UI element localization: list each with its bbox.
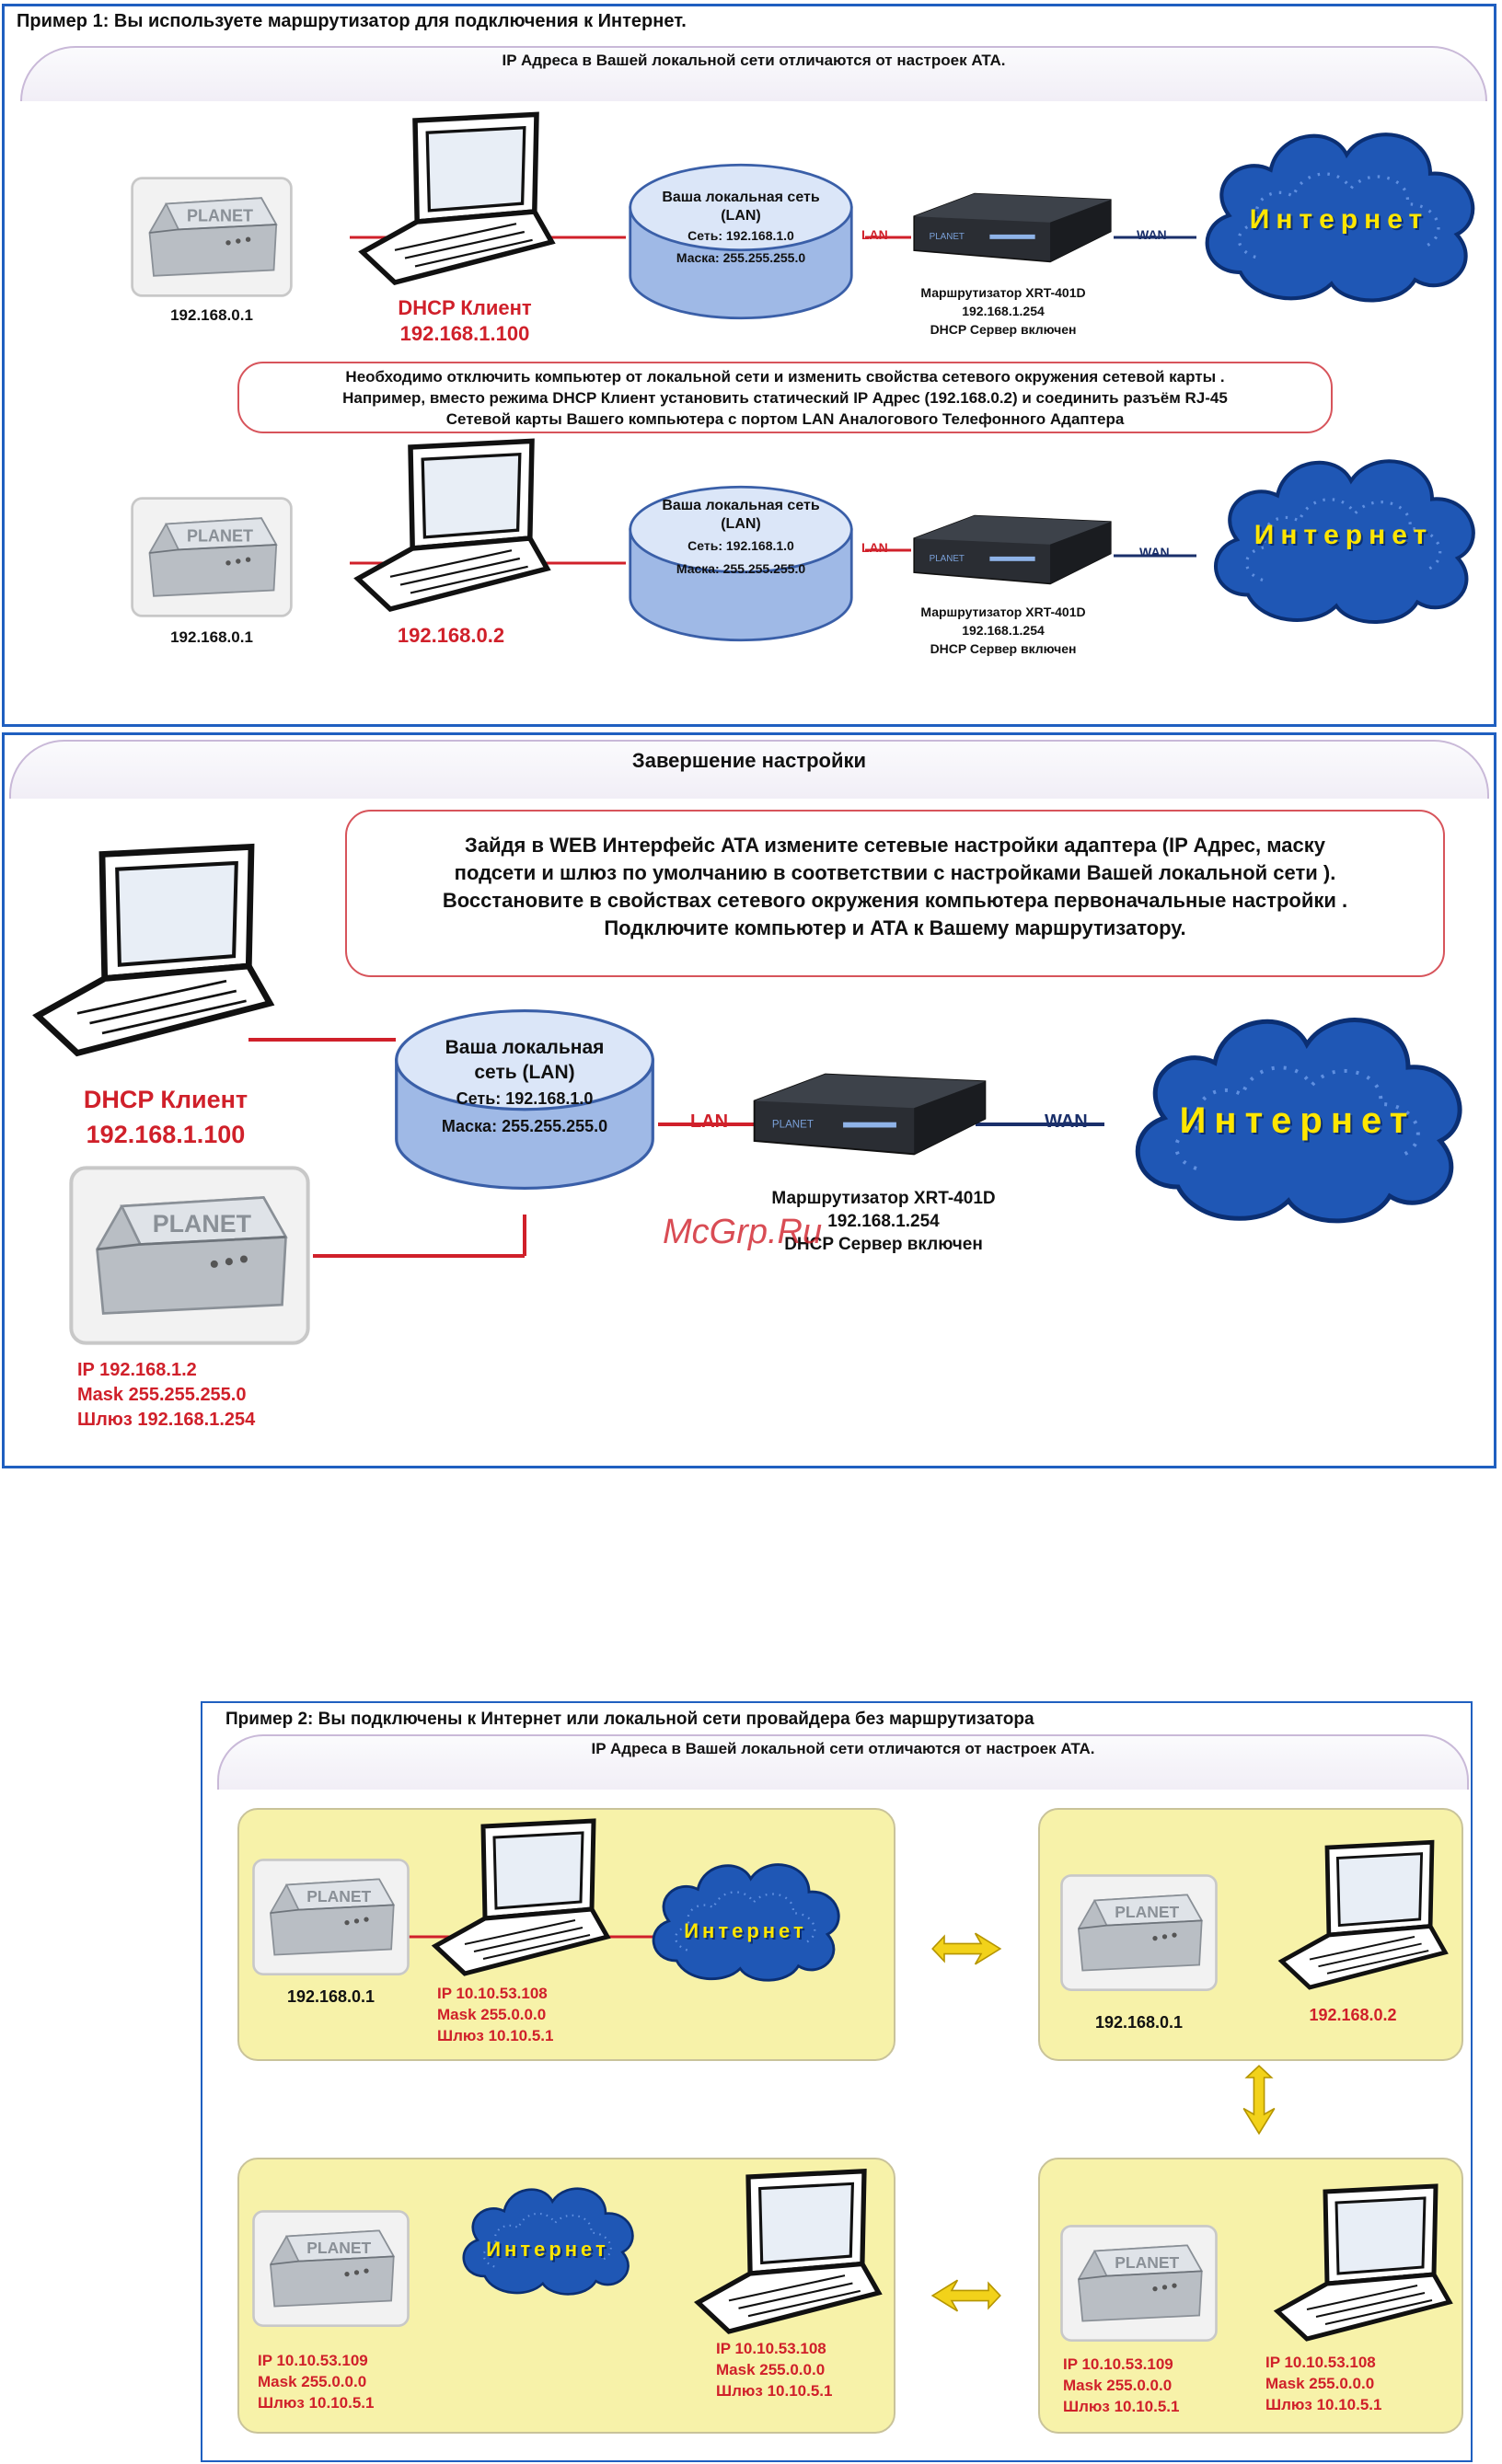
example2-frame [201,1701,1473,2462]
watermark: McGrp.Ru [663,1213,823,1251]
ex2-p4-pc-mask: Mask 255.0.0.0 [1265,2375,1375,2392]
finish-banner [9,740,1489,799]
ex1-bottom-router-ip: 192.168.1.254 [962,623,1045,638]
finish-pc-label: DHCP Клиент [83,1086,248,1113]
ex1-top-lan-net: Сеть: 192.168.1.0 [687,228,794,243]
laptop-icon [690,2167,884,2342]
example2-title: Пример 2: Вы подключены к Интернет или л… [225,1710,1034,1729]
ex1-note-line1: Необходимо отключить компьютер от локаль… [345,368,1225,386]
ex1-bottom-ata-ip: 192.168.0.1 [170,628,253,646]
ata-device-icon [250,2206,411,2331]
ex1-top-router-ip: 192.168.1.254 [962,304,1045,318]
ex1-top-router-name: Маршрутизатор XRT-401D [920,285,1086,300]
example1-title: Пример 1: Вы используете маршрутизатор д… [17,11,687,31]
ex2-p1-pc-gw: Шлюз 10.10.5.1 [437,2027,554,2044]
ex2-p4-pc-gw: Шлюз 10.10.5.1 [1265,2396,1382,2413]
ex1-bottom-router-name: Маршрутизатор XRT-401D [920,604,1086,619]
ex1-bottom-lan-tag: LAN [861,540,888,555]
example1-banner [20,46,1487,101]
ex1-top-lan-title: Ваша локальная сеть (LAN) [662,190,820,224]
finish-note-line3: Восстановите в свойствах сетевого окруже… [442,889,1348,912]
laptop-icon [1275,1838,1450,1997]
ex1-top-ata-ip: 192.168.0.1 [170,306,253,324]
ex2-p4-pc-ip: IP 10.10.53.108 [1265,2354,1376,2371]
finish-ata-gw: Шлюз 192.168.1.254 [77,1410,256,1430]
ex2-p4-ata-mask: Mask 255.0.0.0 [1063,2377,1173,2394]
ata-device-icon [1058,1871,1219,1995]
finish-lan-tag: LAN [690,1111,729,1132]
ex1-note-line3: Сетевой карты Вашего компьютера с портом… [445,410,1125,428]
ex2-p3-ata-ip: IP 10.10.53.109 [258,2352,368,2369]
ata-device-icon [1058,2221,1219,2345]
ex1-top-wan-tag: WAN [1137,227,1167,242]
example1-frame [2,4,1496,727]
finish-wan-tag: WAN [1045,1111,1088,1132]
ex1-top-internet: Интернет [1249,204,1429,235]
ex2-p2-ata-ip: 192.168.0.1 [1094,2013,1184,2032]
ex2-p4-ata-ip: IP 10.10.53.109 [1063,2355,1173,2373]
finish-ata-ip: IP 192.168.1.2 [77,1360,197,1380]
ex1-top-lan-tag: LAN [861,227,888,242]
ex2-p3-pc-gw: Шлюз 10.10.5.1 [716,2382,833,2400]
laptop-icon [428,1817,612,1983]
ex2-p1-pc-ip: IP 10.10.53.108 [437,1985,548,2002]
finish-wires [248,1038,1104,1258]
finish-pc-ip: 192.168.1.100 [86,1121,246,1148]
ex1-top-pc-label: DHCP Клиент [398,296,532,319]
ex1-bottom-lan-title: Ваша локальная сеть (LAN) [662,498,820,532]
ex2-p4-ata-gw: Шлюз 10.10.5.1 [1063,2398,1180,2415]
ata-device-icon [250,1855,411,1979]
internet-cloud-icon [640,1849,851,1987]
ex1-bottom-router-dhcp: DHCP Сервер включен [930,641,1077,656]
ex1-bottom-lan-mask: Маска: 255.255.255.0 [676,561,806,576]
ex1-note-line2: Например, вместо режима DHCP Клиент уста… [342,389,1228,407]
ex2-p2-pc-ip: 192.168.0.2 [1309,2006,1397,2024]
example2-banner-text: IP Адреса в Вашей локальной сети отличаю… [591,1740,1095,1757]
finish-lan-title: Ваша локальная сеть (LAN) [445,1037,605,1083]
ex2-p3-internet: Интернет [486,2238,609,2261]
ex2-p1-internet: Интернет [684,1919,807,1942]
laptop-icon [1270,2182,1454,2348]
ex2-p3-ata-gw: Шлюз 10.10.5.1 [258,2394,375,2412]
ex2-p1-pc-mask: Mask 255.0.0.0 [437,2006,547,2023]
finish-note [345,810,1445,977]
ex1-note [237,362,1333,433]
ex1-bottom-wan-tag: WAN [1139,545,1170,559]
ex1-bottom-lan-net: Сеть: 192.168.1.0 [687,538,794,553]
ex2-p3-ata-mask: Mask 255.0.0.0 [258,2373,367,2390]
finish-note-line2: подсети и шлюз по умолчанию в соответств… [454,861,1336,884]
finish-frame [2,732,1496,1468]
finish-title: Завершение настройки [631,749,867,772]
finish-lan-net: Сеть: 192.168.1.0 [456,1089,594,1108]
example1-banner-text: IP Адреса в Вашей локальной сети отличаю… [502,52,1006,69]
ex2-p1-ata-ip: 192.168.0.1 [286,1987,376,2006]
finish-internet: Интернет [1179,1100,1416,1141]
finish-router-ip: 192.168.1.254 [827,1212,940,1231]
finish-note-line4: Подключите компьютер и ATA к Вашему марш… [604,916,1186,939]
arrow-down-icon [1241,2063,1277,2136]
ex1-top-router-dhcp: DHCP Сервер включен [930,322,1077,337]
finish-router-dhcp: DHCP Сервер включен [784,1235,983,1254]
finish-lan-mask: Маска: 255.255.255.0 [441,1117,608,1135]
finish-note-line1: Зайдя в WEB Интерфейс ATA измените сетев… [465,834,1325,857]
ex2-p3-pc-mask: Mask 255.0.0.0 [716,2361,826,2378]
ex1-bottom-pc-ip: 192.168.0.2 [397,624,505,647]
arrow-left-icon [930,2277,1003,2314]
ex1-bottom-internet: Интернет [1254,520,1434,550]
arrow-right-icon [930,1930,1003,1967]
finish-router-name: Маршрутизатор XRT-401D [771,1189,996,1208]
finish-ata-mask: Mask 255.255.255.0 [77,1385,247,1405]
ex1-top-lan-mask: Маска: 255.255.255.0 [676,250,806,265]
ex1-top-pc-ip: 192.168.1.100 [399,322,530,345]
ex2-p3-pc-ip: IP 10.10.53.108 [716,2340,826,2357]
